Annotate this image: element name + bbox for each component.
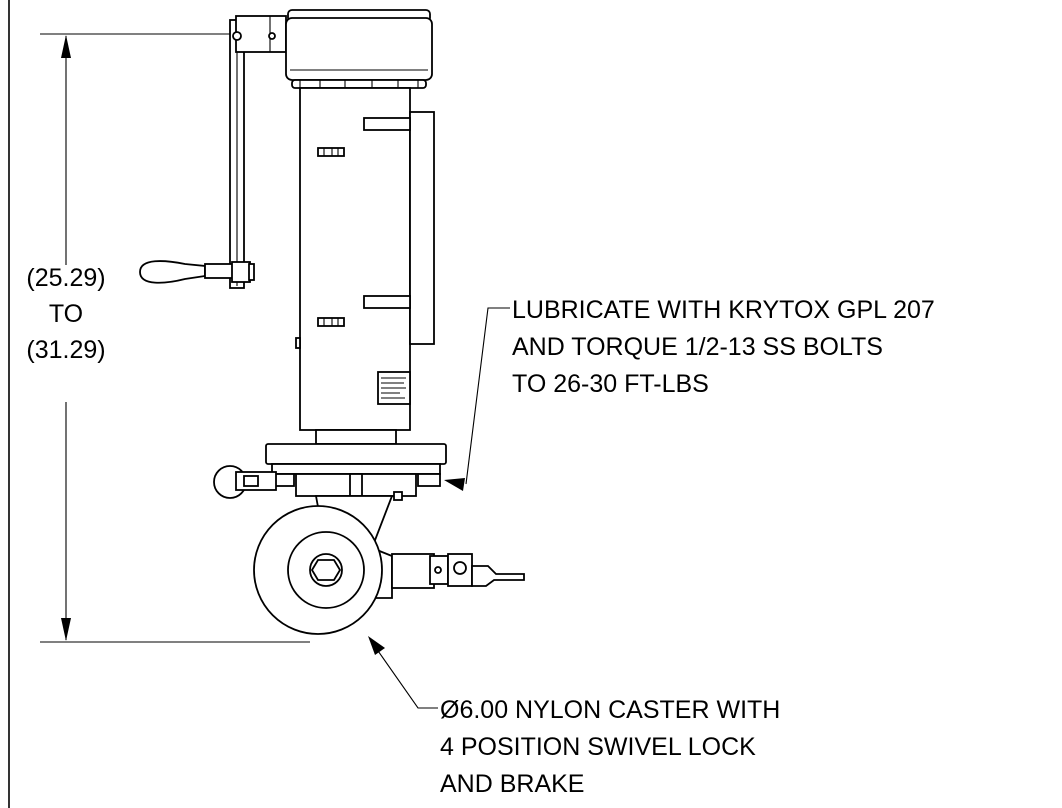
- bolt-upper-icon: [317, 147, 345, 157]
- base-plate: [265, 443, 447, 465]
- caster-assembly: [253, 495, 525, 635]
- nameplate-icon: [377, 371, 411, 405]
- dimension-max: (31.29): [26, 336, 105, 364]
- rail-bracket-lower: [363, 295, 411, 309]
- brake-pedal: [471, 565, 525, 587]
- bolt-note-line-1: LUBRICATE WITH KRYTOX GPL 207: [512, 296, 935, 324]
- side-rail: [409, 111, 435, 345]
- caster-note-line-1: Ø6.00 NYLON CASTER WITH: [440, 696, 780, 724]
- axle-nut-icon: [310, 559, 342, 581]
- arrow-down-icon: [61, 618, 71, 641]
- gearbox-body: [285, 17, 433, 81]
- leader-bolts: [444, 307, 510, 491]
- column-collar: [315, 429, 397, 445]
- leader-arrow-bolts-icon: [444, 478, 465, 491]
- crank-hub: [235, 15, 287, 53]
- height-dimension: (25.29) TO (31.29): [26, 33, 310, 643]
- bolt-head-right: [417, 473, 441, 487]
- knob-shaft: [204, 263, 234, 279]
- dimension-word: TO: [49, 300, 83, 328]
- crank-pin-icon: [232, 31, 242, 41]
- caster-note-line-2: 4 POSITION SWIVEL LOCK: [440, 733, 756, 761]
- leader-caster: [368, 636, 438, 709]
- jack-column: [295, 87, 435, 445]
- bolt-note-line-3: TO 26-30 FT-LBS: [512, 370, 709, 398]
- bolt-note-line-2: AND TORQUE 1/2-13 SS BOLTS: [512, 333, 883, 361]
- bolt-lower-icon: [317, 317, 345, 327]
- gearbox-housing: [285, 9, 433, 89]
- crank-knob: [139, 260, 206, 284]
- rail-bracket-upper: [363, 117, 411, 131]
- leader-arrow-caster-icon: [368, 636, 385, 655]
- arrow-up-icon: [61, 35, 71, 58]
- caster-note-line-3: AND BRAKE: [440, 770, 584, 798]
- dimension-min: (25.29): [26, 264, 105, 292]
- mounting-plate: [213, 443, 447, 501]
- crank-handle: [139, 15, 287, 289]
- brake-housing: [391, 553, 435, 589]
